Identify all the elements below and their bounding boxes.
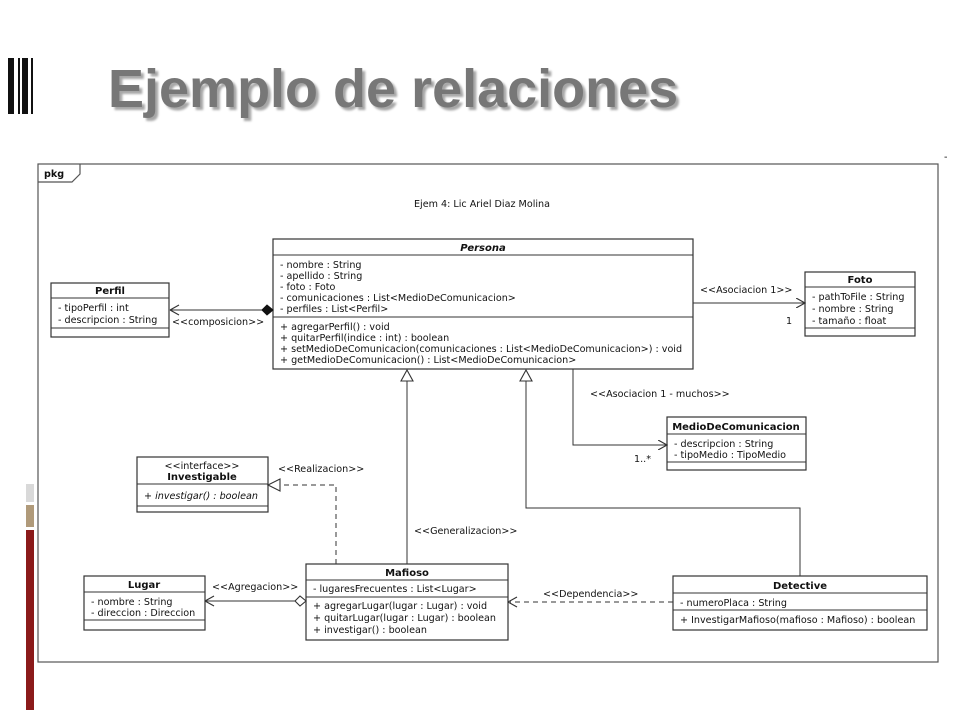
attribute: - nombre : String	[280, 260, 362, 271]
class-name: Foto	[848, 275, 873, 286]
class-foto[interactable]: Foto - pathToFile : String - nombre : St…	[804, 271, 916, 337]
attribute: - apellido : String	[280, 271, 362, 282]
aggregation-diamond	[294, 595, 307, 607]
inheritance-triangle	[519, 368, 533, 382]
operation: + agregarLugar(lugar : Lugar) : void	[313, 601, 487, 612]
package-frame	[37, 163, 939, 663]
multiplicity: 1..*	[634, 454, 651, 465]
attribute: - numeroPlaca : String	[680, 598, 787, 609]
relation-generalizacion-mafioso: <<Generalizacion>>	[400, 368, 517, 564]
operation: + investigar() : boolean	[313, 625, 427, 636]
title-deco-bar-3	[22, 58, 28, 114]
relation-agregacion: <<Agregacion>>	[204, 582, 307, 607]
attribute: - foto : Foto	[280, 282, 336, 293]
corner-mark: -	[944, 152, 947, 163]
relation-label: <<Agregacion>>	[212, 582, 298, 593]
accent-bar-tan	[26, 505, 34, 527]
operation: + investigar() : boolean	[144, 491, 258, 502]
operation: + setMedioDeComunicacion(comunicaciones …	[280, 344, 682, 355]
class-name: Detective	[773, 581, 827, 592]
attribute: - nombre : String	[812, 304, 894, 315]
relation-asociacion-muchos: <<Asociacion 1 - muchos>> 1..*	[572, 369, 730, 465]
attribute: - descripcion : String	[58, 315, 157, 326]
title-deco-bar-4	[31, 58, 33, 114]
realization-triangle	[266, 478, 281, 492]
relation-label: <<composicion>>	[172, 317, 264, 328]
operation: + quitarLugar(lugar : Lugar) : boolean	[313, 613, 496, 624]
class-name: Persona	[460, 243, 506, 254]
composition-diamond	[261, 304, 274, 316]
attribute: - comunicaciones : List<MedioDeComunicac…	[280, 293, 516, 304]
operation: + InvestigarMafioso(mafioso : Mafioso) :…	[680, 615, 915, 626]
class-name: Perfil	[95, 286, 125, 297]
package-tab	[38, 164, 81, 183]
inheritance-triangle	[400, 368, 414, 382]
operation: + agregarPerfil() : void	[280, 322, 390, 333]
attribute: - nombre : String	[91, 597, 173, 608]
stereotype: <<interface>>	[165, 461, 240, 472]
attribute: - descripcion : String	[674, 439, 773, 450]
attribute: - tamaño : float	[812, 316, 886, 327]
slide-title: Ejemplo de relaciones	[108, 59, 679, 119]
attribute: - tipoMedio : TipoMedio	[674, 450, 786, 461]
class-investigable[interactable]: <<interface>> Investigable + investigar(…	[136, 456, 269, 513]
attribute: - direccion : Direccion	[91, 608, 195, 619]
relation-label: <<Realizacion>>	[278, 464, 364, 475]
operation: + getMedioDeComunicacion() : List<MedioD…	[280, 355, 576, 366]
class-detective[interactable]: Detective - numeroPlaca : String + Inves…	[672, 575, 928, 631]
multiplicity: 1	[786, 316, 792, 327]
package-label: pkg	[44, 169, 64, 180]
accent-bar-dark-red	[26, 530, 34, 710]
relation-realizacion: <<Realizacion>>	[266, 464, 364, 564]
relation-dependencia: <<Dependencia>>	[507, 589, 673, 608]
relation-label: <<Dependencia>>	[543, 589, 638, 600]
attribute: - perfiles : List<Perfil>	[280, 304, 388, 315]
class-name: MedioDeComunicacion	[672, 422, 800, 433]
accent-bar-gray	[26, 484, 34, 502]
class-medio-de-comunicacion[interactable]: MedioDeComunicacion - descripcion : Stri…	[666, 416, 807, 471]
relation-generalizacion-detective	[519, 368, 801, 576]
diagram-caption: Ejem 4: Lic Ariel Diaz Molina	[414, 199, 550, 210]
class-name: Mafioso	[385, 568, 429, 579]
class-persona[interactable]: Persona - nombre : String - apellido : S…	[272, 238, 694, 370]
relation-composicion: <<composicion>>	[169, 304, 274, 328]
title-deco-bar-2	[18, 58, 20, 114]
class-name: Investigable	[167, 472, 237, 483]
class-name: Lugar	[128, 580, 160, 591]
attribute: - pathToFile : String	[812, 292, 904, 303]
relation-label: <<Asociacion 1>>	[700, 285, 792, 296]
title-deco-bar-1	[8, 58, 14, 114]
class-lugar[interactable]: Lugar - nombre : String - direccion : Di…	[83, 575, 206, 631]
relation-label: <<Asociacion 1 - muchos>>	[590, 389, 730, 400]
class-perfil[interactable]: Perfil - tipoPerfil : int - descripcion …	[50, 282, 170, 338]
operation: + quitarPerfil(indice : int) : boolean	[280, 333, 449, 344]
relation-label: <<Generalizacion>>	[414, 526, 517, 537]
attribute: - lugaresFrecuentes : List<Lugar>	[313, 584, 477, 595]
relation-asociacion-1: <<Asociacion 1>> 1	[693, 285, 805, 327]
class-mafioso[interactable]: Mafioso - lugaresFrecuentes : List<Lugar…	[305, 563, 509, 641]
attribute: - tipoPerfil : int	[58, 303, 129, 314]
